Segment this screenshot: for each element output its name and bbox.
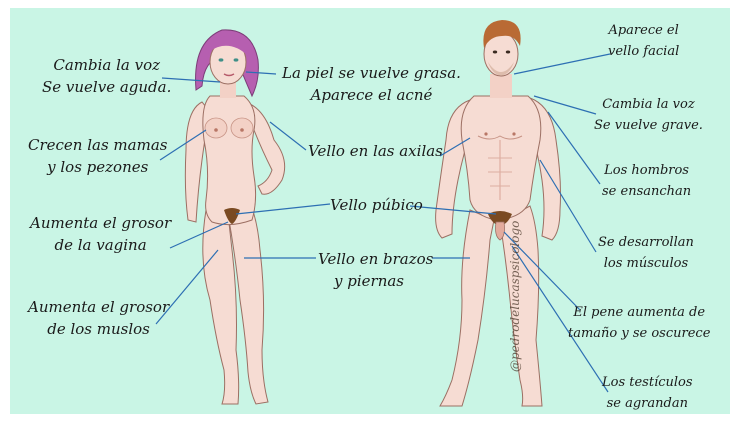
line-skin xyxy=(245,71,277,75)
background-panel xyxy=(10,8,730,414)
line-female-armpit xyxy=(269,121,307,151)
female-figure xyxy=(184,29,286,405)
label-armpits: Vello en las axilas xyxy=(308,142,443,160)
line-female-breasts xyxy=(159,129,207,161)
male-left-leg xyxy=(439,209,495,407)
male-pubic-hair xyxy=(488,211,512,226)
female-left-leg xyxy=(202,209,240,405)
line-vagina xyxy=(169,221,229,249)
label-skin: La piel se vuelve grasa. Aparece el acné xyxy=(282,64,461,104)
female-breast-left xyxy=(204,117,228,139)
label-shoulders: Los hombros se ensanchan xyxy=(602,163,692,199)
male-right-leg xyxy=(499,205,543,407)
male-penis xyxy=(495,221,505,241)
line-male-voice xyxy=(533,95,597,115)
female-breast-right xyxy=(230,117,254,139)
label-female-voice: Cambia la voz Se vuelve aguda. xyxy=(42,56,172,96)
label-male-voice: Cambia la voz Se vuelve grave. xyxy=(594,97,703,133)
line-testicles xyxy=(511,245,609,393)
line-male-pubic xyxy=(409,205,497,215)
label-vagina: Aumenta el grosor de la vagina xyxy=(30,214,172,254)
female-pubic-hair xyxy=(224,208,240,224)
male-neck xyxy=(490,74,512,98)
line-muscles xyxy=(539,159,597,253)
label-testicles: Los testículos se agrandan xyxy=(602,375,693,411)
female-right-arm xyxy=(249,103,286,195)
label-female-breasts: Crecen las mamas y los pezones xyxy=(28,136,168,176)
line-thighs xyxy=(155,249,219,325)
label-muscles: Se desarrollan los músculos xyxy=(598,235,694,271)
watermark: @pedrodelucaspsicologo xyxy=(508,220,522,372)
male-hair xyxy=(483,20,521,48)
male-figure xyxy=(435,20,561,407)
connector-lines xyxy=(155,53,611,393)
label-facial-hair: Aparece el vello facial xyxy=(608,23,680,59)
line-shoulders xyxy=(547,111,601,185)
label-arms-legs: Vello en brazos y piernas xyxy=(318,250,434,290)
label-pubic: Vello púbico xyxy=(330,196,423,214)
line-male-armpit xyxy=(439,137,471,157)
line-female-voice xyxy=(161,77,221,83)
label-penis: El pene aumenta de tamaño y se oscurece xyxy=(568,305,711,341)
line-facial-hair xyxy=(513,53,611,75)
line-female-pubic xyxy=(235,203,331,215)
line-penis xyxy=(503,231,581,311)
label-thighs: Aumenta el grosor de los muslos xyxy=(28,298,170,338)
female-torso xyxy=(202,95,257,226)
female-right-leg xyxy=(227,207,269,405)
